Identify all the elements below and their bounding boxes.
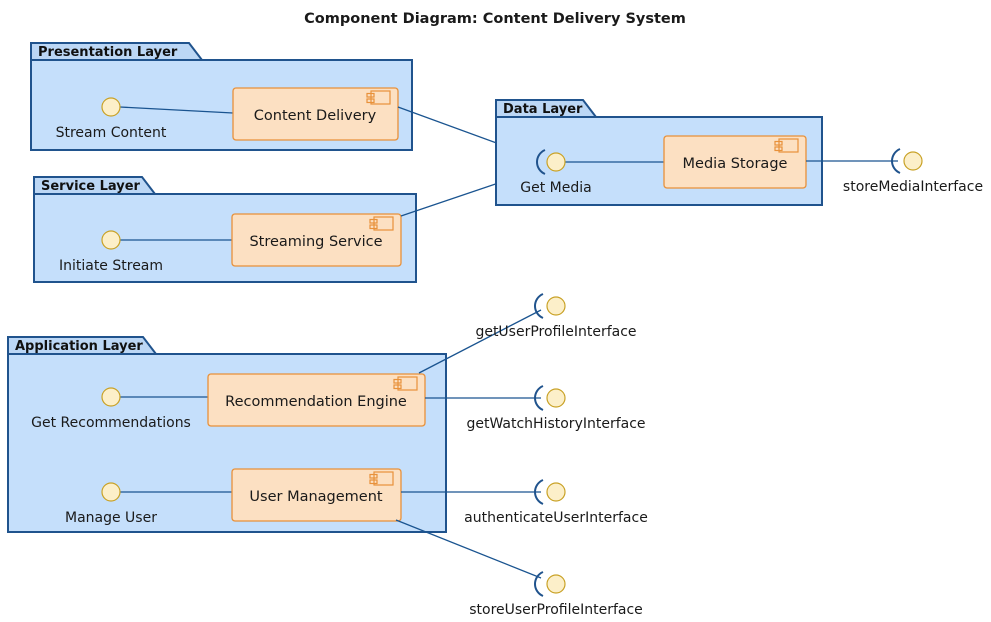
interface-ball-initiate-stream	[101, 230, 121, 250]
page-title: Component Diagram: Content Delivery Syst…	[304, 11, 686, 27]
interface-initiate-stream[interactable]: Initiate Stream	[59, 230, 163, 274]
component-box-media-storage	[663, 135, 807, 189]
interface-socket-get-watch-history-interface	[534, 385, 544, 411]
interface-get-user-profile-interface[interactable]: getUserProfileInterface	[475, 293, 637, 340]
component-box-content-delivery	[232, 87, 399, 141]
interface-store-user-profile-interface[interactable]: storeUserProfileInterface	[469, 571, 643, 618]
interface-label-get-recommendations: Get Recommendations	[31, 415, 191, 431]
package-service-layer[interactable]: Service Layer Initiate Stream Streaming …	[33, 176, 417, 283]
component-label-streaming-service: Streaming Service	[249, 234, 382, 250]
package-label-service-layer: Service Layer	[41, 179, 141, 194]
interface-label-get-user-profile-interface: getUserProfileInterface	[475, 324, 636, 340]
package-presentation-layer[interactable]: Presentation Layer Stream Content Conten…	[30, 42, 413, 151]
interface-socket-store-user-profile-interface	[534, 571, 544, 597]
interface-get-watch-history-interface[interactable]: getWatchHistoryInterface	[466, 385, 646, 432]
component-content-delivery[interactable]: Content Delivery	[232, 87, 399, 141]
component-recommendation-engine[interactable]: Recommendation Engine	[207, 373, 426, 427]
interface-label-manage-user: Manage User	[65, 510, 157, 526]
component-icon	[774, 138, 799, 153]
interface-ball-authenticate-user-interface	[546, 482, 566, 502]
interface-ball-store-media-interface	[903, 151, 923, 171]
component-label-user-management: User Management	[249, 489, 382, 505]
package-label-application-layer: Application Layer	[15, 339, 143, 354]
component-label-recommendation-engine: Recommendation Engine	[225, 394, 407, 410]
interface-socket-store-media-interface	[891, 148, 901, 174]
interface-get-media[interactable]: Get Media	[520, 149, 592, 196]
package-label-data-layer: Data Layer	[503, 102, 583, 117]
connector-recommendation-engine-to-get-user-profile-interface	[418, 309, 542, 374]
interface-authenticate-user-interface[interactable]: authenticateUserInterface	[464, 479, 648, 526]
component-label-media-storage: Media Storage	[683, 156, 788, 172]
component-label-content-delivery: Content Delivery	[254, 108, 377, 124]
package-data-layer[interactable]: Data Layer Get Media Media Storage	[495, 99, 823, 206]
interface-ball-stream-content	[101, 97, 121, 117]
package-label-presentation-layer: Presentation Layer	[38, 45, 178, 60]
interface-label-get-media: Get Media	[520, 180, 591, 196]
interface-label-store-media-interface: storeMediaInterface	[843, 179, 983, 195]
interface-ball-get-media	[546, 152, 566, 172]
interface-ball-manage-user	[101, 482, 121, 502]
connector-user-management-to-store-user-profile-interface	[395, 519, 542, 579]
interface-label-authenticate-user-interface: authenticateUserInterface	[464, 510, 648, 526]
interface-socket-get-media	[536, 149, 546, 175]
interface-stream-content[interactable]: Stream Content	[56, 97, 167, 141]
component-box-streaming-service	[231, 213, 402, 267]
interface-manage-user[interactable]: Manage User	[65, 482, 157, 526]
connector-stream-content-to-content-delivery	[119, 106, 234, 114]
component-media-storage[interactable]: Media Storage	[663, 135, 807, 189]
component-icon	[393, 376, 418, 391]
interface-socket-get-user-profile-interface	[534, 293, 544, 319]
component-user-management[interactable]: User Management	[231, 468, 402, 522]
interface-ball-get-watch-history-interface	[546, 388, 566, 408]
component-box-recommendation-engine	[207, 373, 426, 427]
component-icon	[369, 216, 394, 231]
interface-ball-get-recommendations	[101, 387, 121, 407]
interface-store-media-interface[interactable]: storeMediaInterface	[843, 148, 983, 195]
package-application-layer[interactable]: Application Layer Get Recommendations Re…	[7, 336, 447, 533]
component-icon	[369, 471, 394, 486]
interface-socket-authenticate-user-interface	[534, 479, 544, 505]
component-box-user-management	[231, 468, 402, 522]
interface-label-get-watch-history-interface: getWatchHistoryInterface	[466, 416, 645, 432]
interface-ball-store-user-profile-interface	[546, 574, 566, 594]
component-icon	[366, 90, 391, 105]
interface-label-initiate-stream: Initiate Stream	[59, 258, 163, 274]
interface-get-recommendations[interactable]: Get Recommendations	[31, 387, 191, 431]
interface-label-store-user-profile-interface: storeUserProfileInterface	[469, 602, 643, 618]
component-streaming-service[interactable]: Streaming Service	[231, 213, 402, 267]
interface-label-stream-content: Stream Content	[56, 125, 167, 141]
interface-ball-get-user-profile-interface	[546, 296, 566, 316]
